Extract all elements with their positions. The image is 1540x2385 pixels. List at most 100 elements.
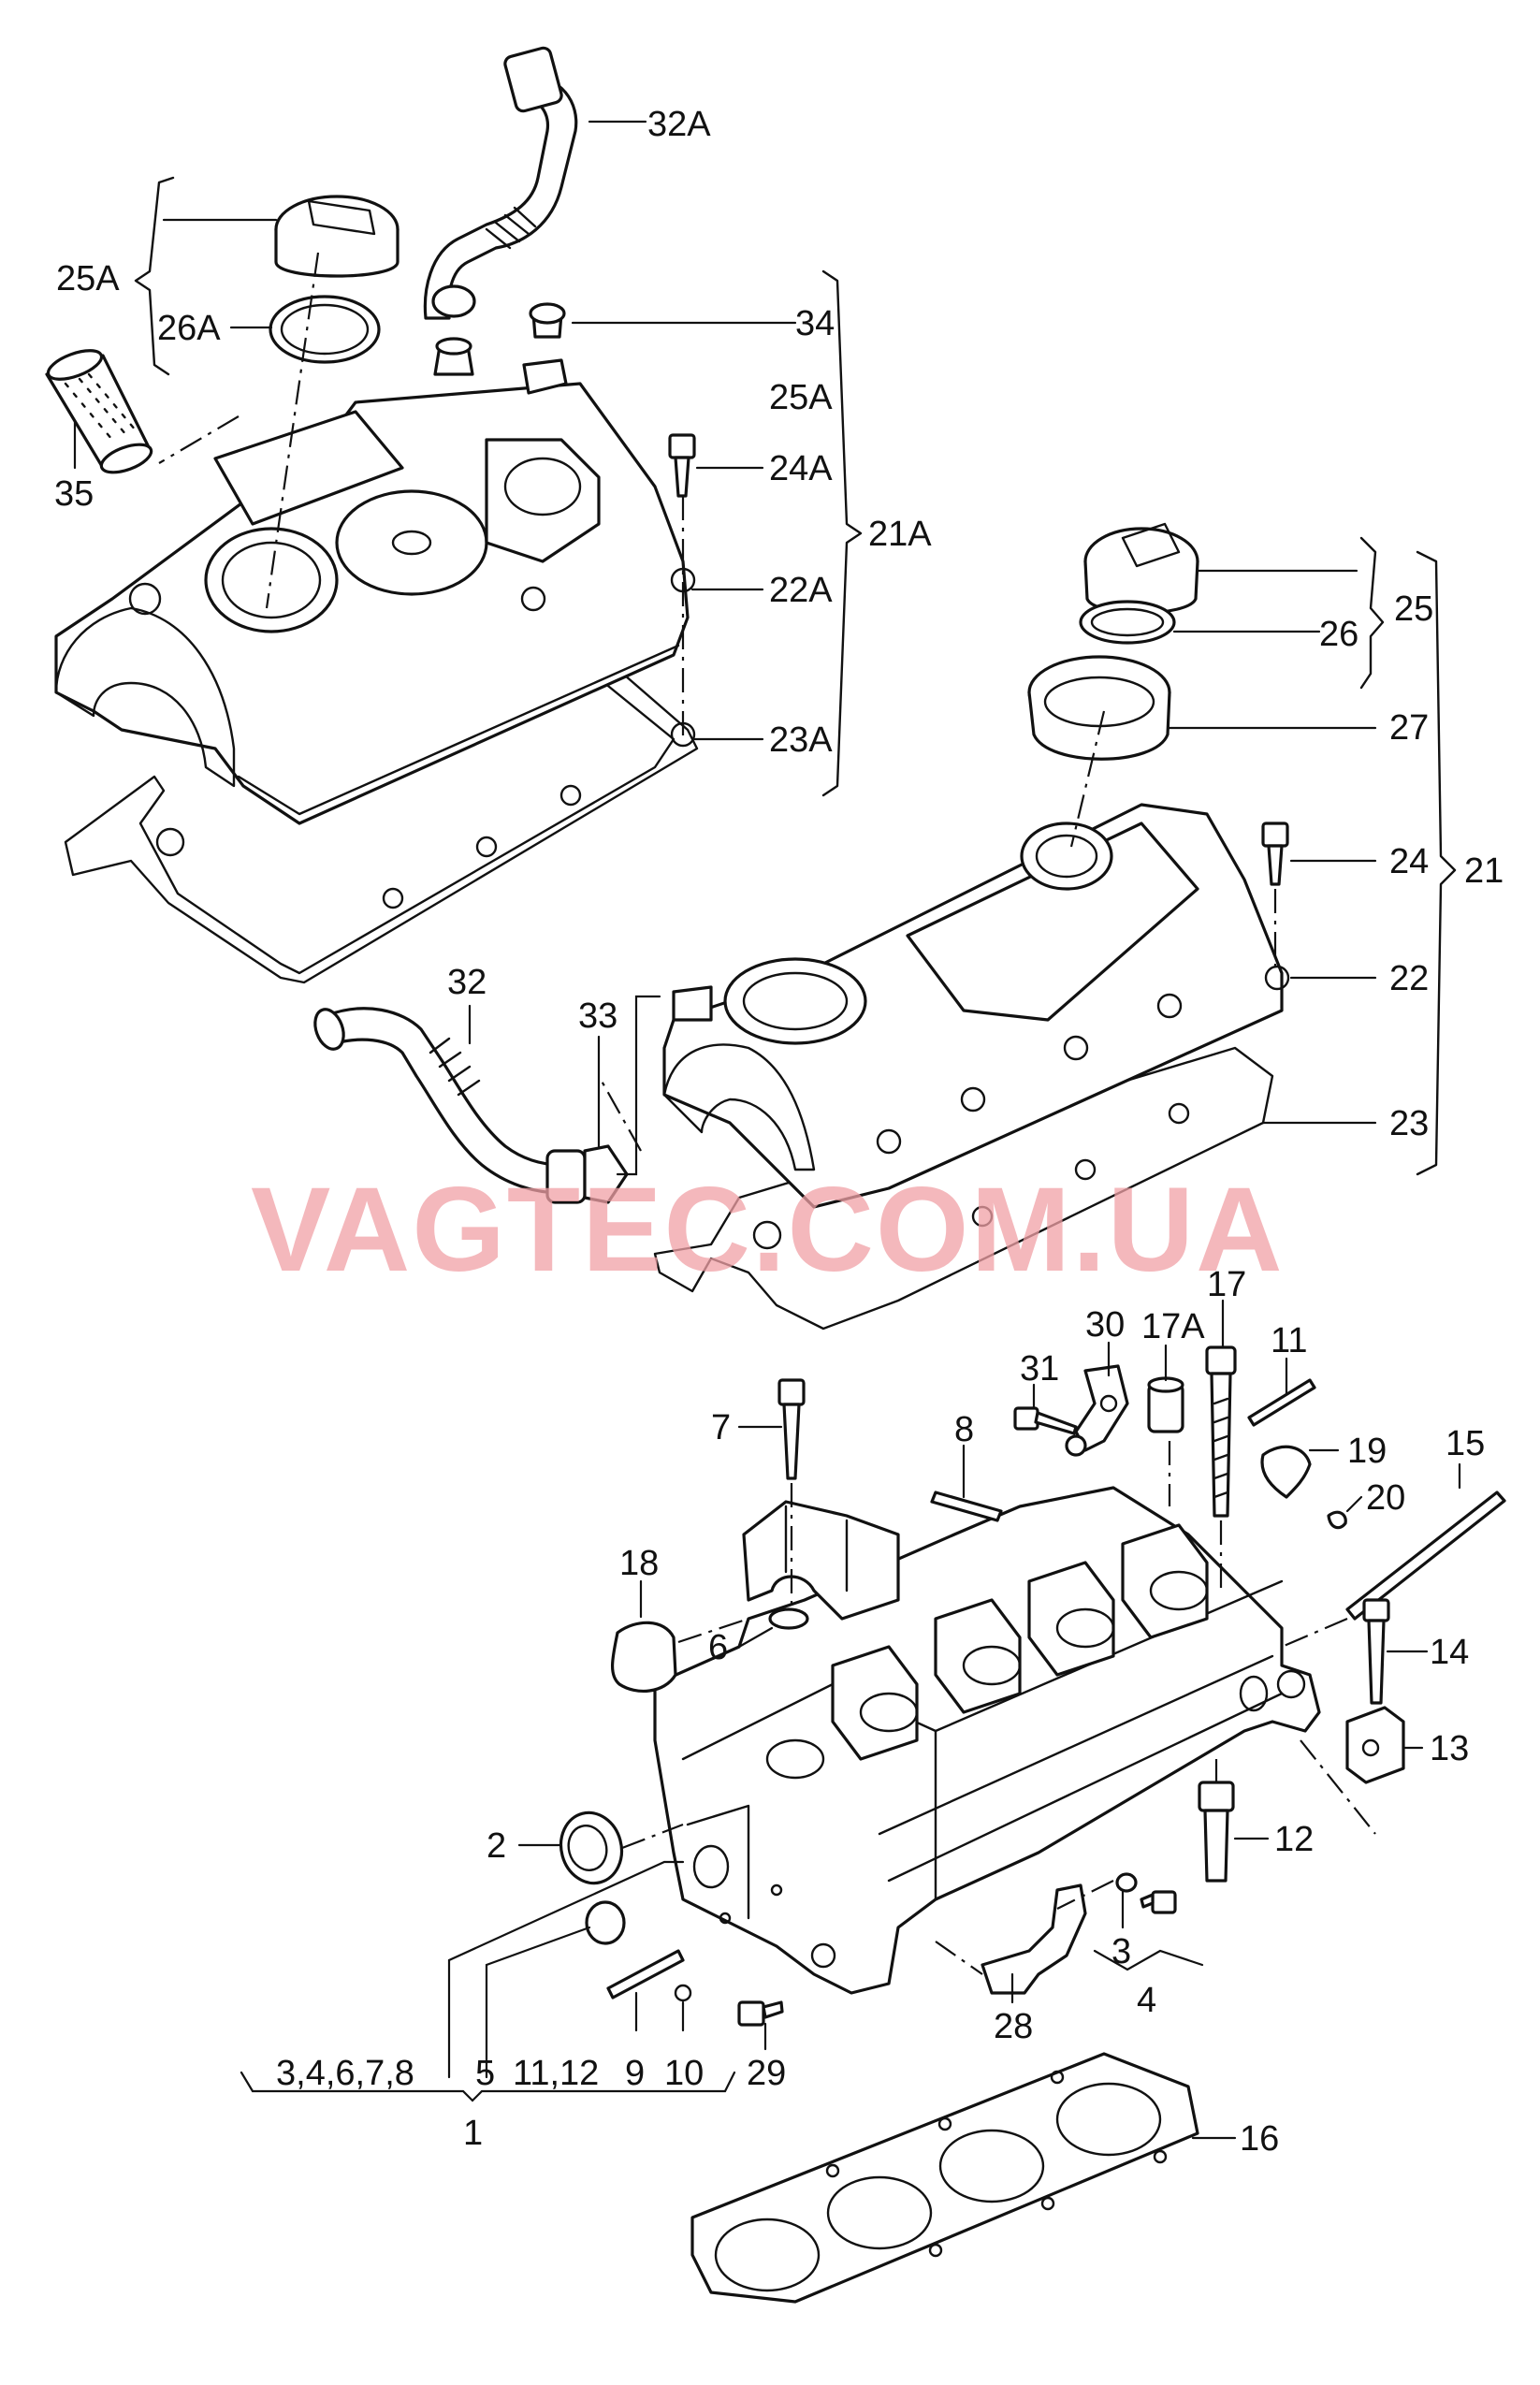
label-22A: 22A — [769, 571, 833, 610]
bracket-30 — [1065, 1364, 1129, 1457]
sleeve-17A — [1147, 1376, 1184, 1433]
label-11-top: 11 — [1271, 1321, 1307, 1360]
pin-11 — [1247, 1378, 1316, 1427]
label-13: 13 — [1430, 1729, 1469, 1768]
valve-cover-21 — [653, 803, 1290, 1331]
cover-21A-center-port — [335, 489, 488, 596]
sleeve-5 — [585, 1900, 626, 1945]
stud-8 — [930, 1491, 1003, 1522]
label-32A: 32A — [647, 105, 711, 144]
cylinder-head-1 — [653, 1486, 1321, 1995]
label-24A: 24A — [769, 449, 833, 488]
label-29: 29 — [747, 2054, 786, 2093]
label-22: 22 — [1389, 959, 1429, 998]
label-23: 23 — [1389, 1104, 1429, 1143]
bolt-7 — [777, 1378, 806, 1480]
label-27: 27 — [1389, 708, 1429, 748]
gasket-23A-bolt-ring — [475, 836, 498, 858]
label-25: 25 — [1394, 589, 1433, 629]
label-26: 26 — [1319, 615, 1358, 654]
label-19: 19 — [1347, 1432, 1387, 1471]
watermark: VAGTEC.COM.UA — [251, 1163, 1285, 1297]
label-30: 30 — [1085, 1305, 1125, 1345]
cover-21A-oil-filler-inner — [221, 541, 322, 619]
bolt-14 — [1362, 1598, 1390, 1705]
label-28: 28 — [994, 2007, 1033, 2046]
filler-adapter-27 — [1027, 655, 1171, 761]
part-labels: 32A 25A 26A 34 25A 24A 35 21A 22A 23A 25… — [54, 105, 1504, 2159]
label-21A: 21A — [868, 515, 932, 554]
filter-sleeve-35 — [45, 349, 153, 474]
label-8: 8 — [954, 1410, 974, 1449]
plug-10 — [674, 1984, 692, 2002]
bolt-24A — [668, 433, 696, 498]
cover-21A-valve-boss — [522, 358, 568, 395]
cover-21A-edge — [237, 644, 680, 816]
label-18: 18 — [619, 1544, 659, 1583]
label-34: 34 — [795, 304, 835, 343]
cover-21A-breather-opening — [503, 457, 582, 516]
bolt-31 — [1013, 1406, 1078, 1435]
label-32: 32 — [447, 963, 487, 1002]
bolt-24 — [1261, 822, 1289, 886]
label-23A: 23A — [769, 720, 833, 760]
label-2: 2 — [487, 1826, 506, 1866]
label-31: 31 — [1020, 1349, 1059, 1389]
label-25A-top: 25A — [56, 259, 120, 298]
gasket-23A-bolt-ring — [382, 887, 404, 909]
cover-21A-breather-housing — [485, 438, 601, 563]
breather-hose-32A — [423, 46, 578, 320]
clip-19 — [1260, 1445, 1312, 1499]
label-14: 14 — [1430, 1633, 1469, 1672]
label-33: 33 — [578, 996, 617, 1036]
label-10: 10 — [664, 2054, 704, 2093]
label-20: 20 — [1366, 1478, 1405, 1518]
bolt-4 — [1140, 1890, 1177, 1914]
cover-21A-front-shield — [54, 606, 236, 788]
stud-9 — [606, 1949, 685, 2000]
breather-hose-32 — [313, 1007, 587, 1204]
pressure-valve-34 — [529, 302, 566, 339]
bolt-12 — [1198, 1781, 1235, 1883]
rod-15 — [1345, 1491, 1506, 1621]
bracket-13 — [1345, 1706, 1405, 1784]
braces — [134, 176, 1457, 1176]
label-1: 1 — [463, 2114, 483, 2153]
ring-20 — [1327, 1510, 1347, 1530]
cover-21A-center-hole — [391, 530, 432, 556]
label-6: 6 — [708, 1628, 728, 1667]
cover-21A-label-plate — [213, 410, 404, 526]
label-12: 12 — [1274, 1820, 1314, 1859]
label-24: 24 — [1389, 842, 1429, 881]
bolt-29 — [737, 2000, 784, 2027]
leader-lines — [73, 120, 1461, 2140]
cover-21-cap-neck — [1020, 822, 1113, 891]
cover-21A-oil-filler-port — [204, 527, 339, 633]
cover-21-oil-filler-port — [723, 957, 867, 1045]
washer-3 — [1115, 1872, 1138, 1893]
cover-21A-bolt-boss — [128, 582, 162, 616]
oil-filler-cap-25A — [269, 195, 400, 364]
label-4: 4 — [1137, 1981, 1156, 2020]
bearing-cap-7-bridge — [742, 1500, 900, 1621]
label-25A-mid: 25A — [769, 378, 833, 417]
cover-21-hose-nozzle — [672, 985, 713, 1022]
label-11-12: 11,12 — [513, 2054, 599, 2093]
hose-clamp-33 — [583, 1144, 629, 1204]
bracket-28 — [981, 1883, 1087, 1995]
label-9: 9 — [625, 2054, 645, 2093]
label-17A: 17A — [1141, 1307, 1205, 1346]
label-21: 21 — [1464, 851, 1504, 891]
label-5: 5 — [475, 2054, 495, 2093]
cover-21A-bolt-boss — [520, 586, 546, 612]
bolt-17 — [1205, 1345, 1237, 1518]
cover-21A-hose-nozzle-top — [435, 337, 472, 356]
assembly-lines — [158, 252, 1376, 1975]
label-26A: 26A — [157, 309, 221, 348]
oil-filler-cap-25 — [1079, 522, 1199, 645]
shaft-seal-2 — [559, 1811, 624, 1885]
washer-6 — [768, 1607, 809, 1630]
head-gasket-16 — [690, 2052, 1199, 2304]
clamp-18 — [611, 1621, 677, 1693]
seal-ring-26 — [1079, 600, 1176, 645]
